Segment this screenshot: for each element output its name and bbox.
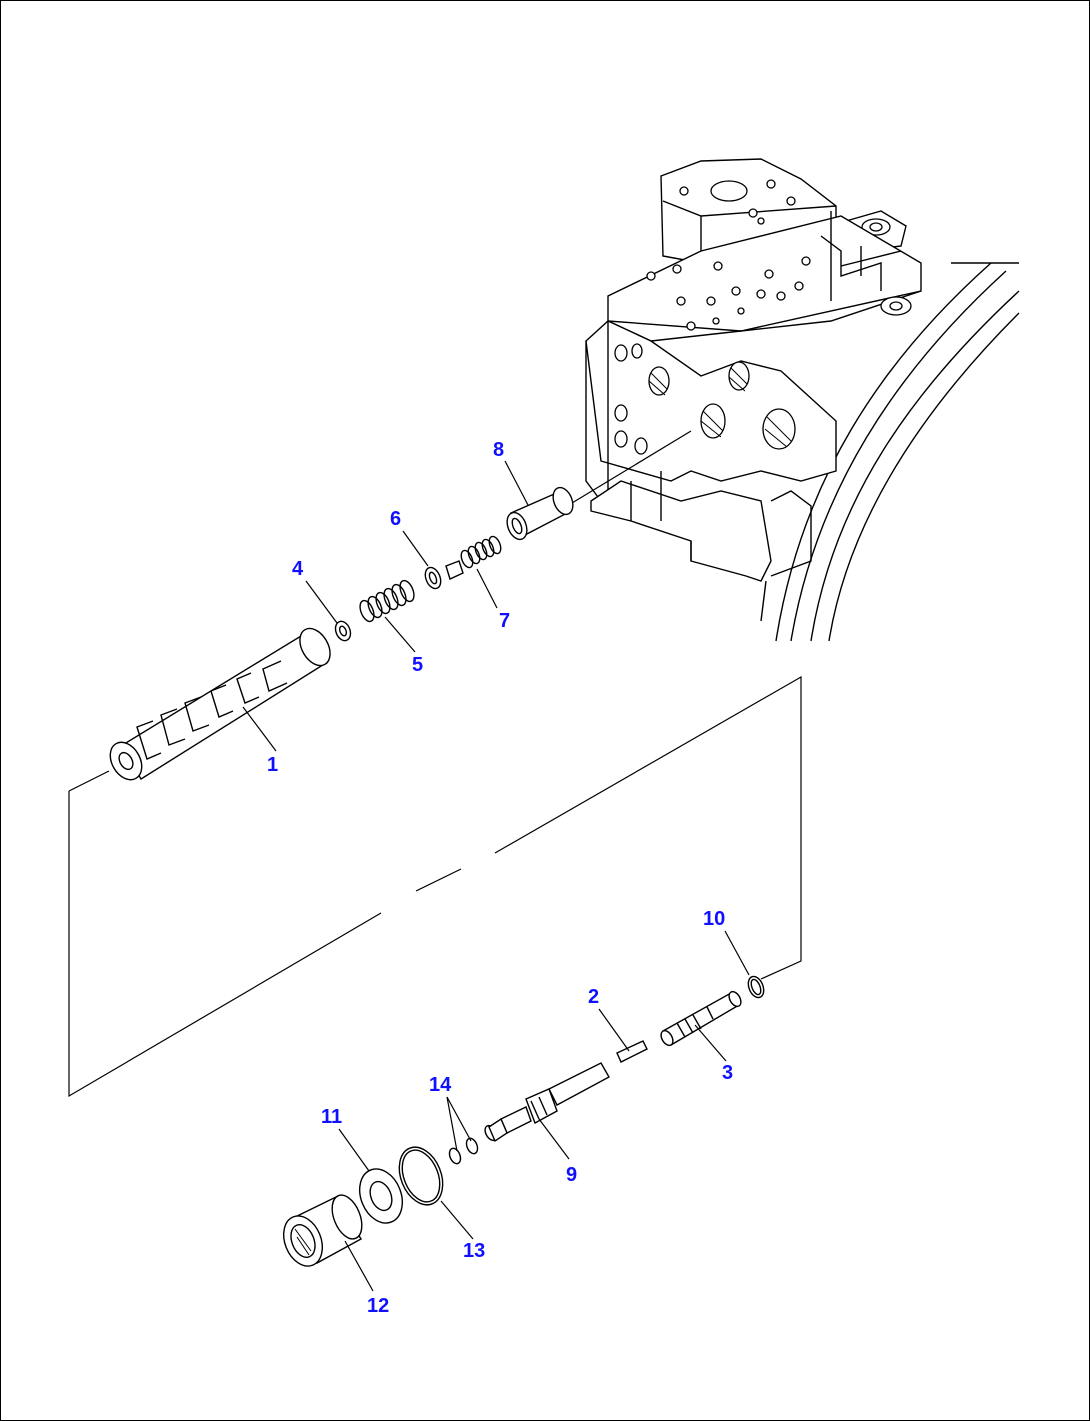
callout-13: 13 [463,1240,485,1262]
callout-10: 10 [703,908,725,930]
callout-11: 11 [321,1106,342,1128]
callout-4: 4 [292,558,304,580]
callout-leaders [242,460,750,1292]
callout-8: 8 [493,439,504,461]
part-5-spring [359,579,415,623]
part-11-washer [358,1168,404,1224]
part-14-rings [448,1137,479,1165]
part-3-piston [660,990,742,1047]
callout-6: 6 [390,508,401,530]
callout-3: 3 [722,1062,733,1084]
part-6-retainer [424,560,464,590]
part-9-plug [484,1062,610,1143]
part-10-o-ring [747,975,765,999]
valve-body [585,158,1020,642]
part-7-spring [460,535,502,569]
assembly-reference-lines [68,675,802,1098]
part-8-sleeve [506,486,574,541]
assembly-axis-line [571,430,692,504]
callout-12: 12 [367,1295,389,1317]
callout-5: 5 [412,654,423,676]
callout-2: 2 [588,986,599,1008]
callout-7: 7 [499,610,510,632]
callout-1: 1 [267,754,278,776]
part-13-o-ring [398,1146,444,1206]
part-1-spool [109,627,331,781]
callout-14: 14 [429,1074,452,1096]
part-2-pin [616,1040,648,1063]
part-12-nut [282,1194,363,1267]
part-4-seat [334,620,352,642]
callout-9: 9 [566,1164,577,1186]
